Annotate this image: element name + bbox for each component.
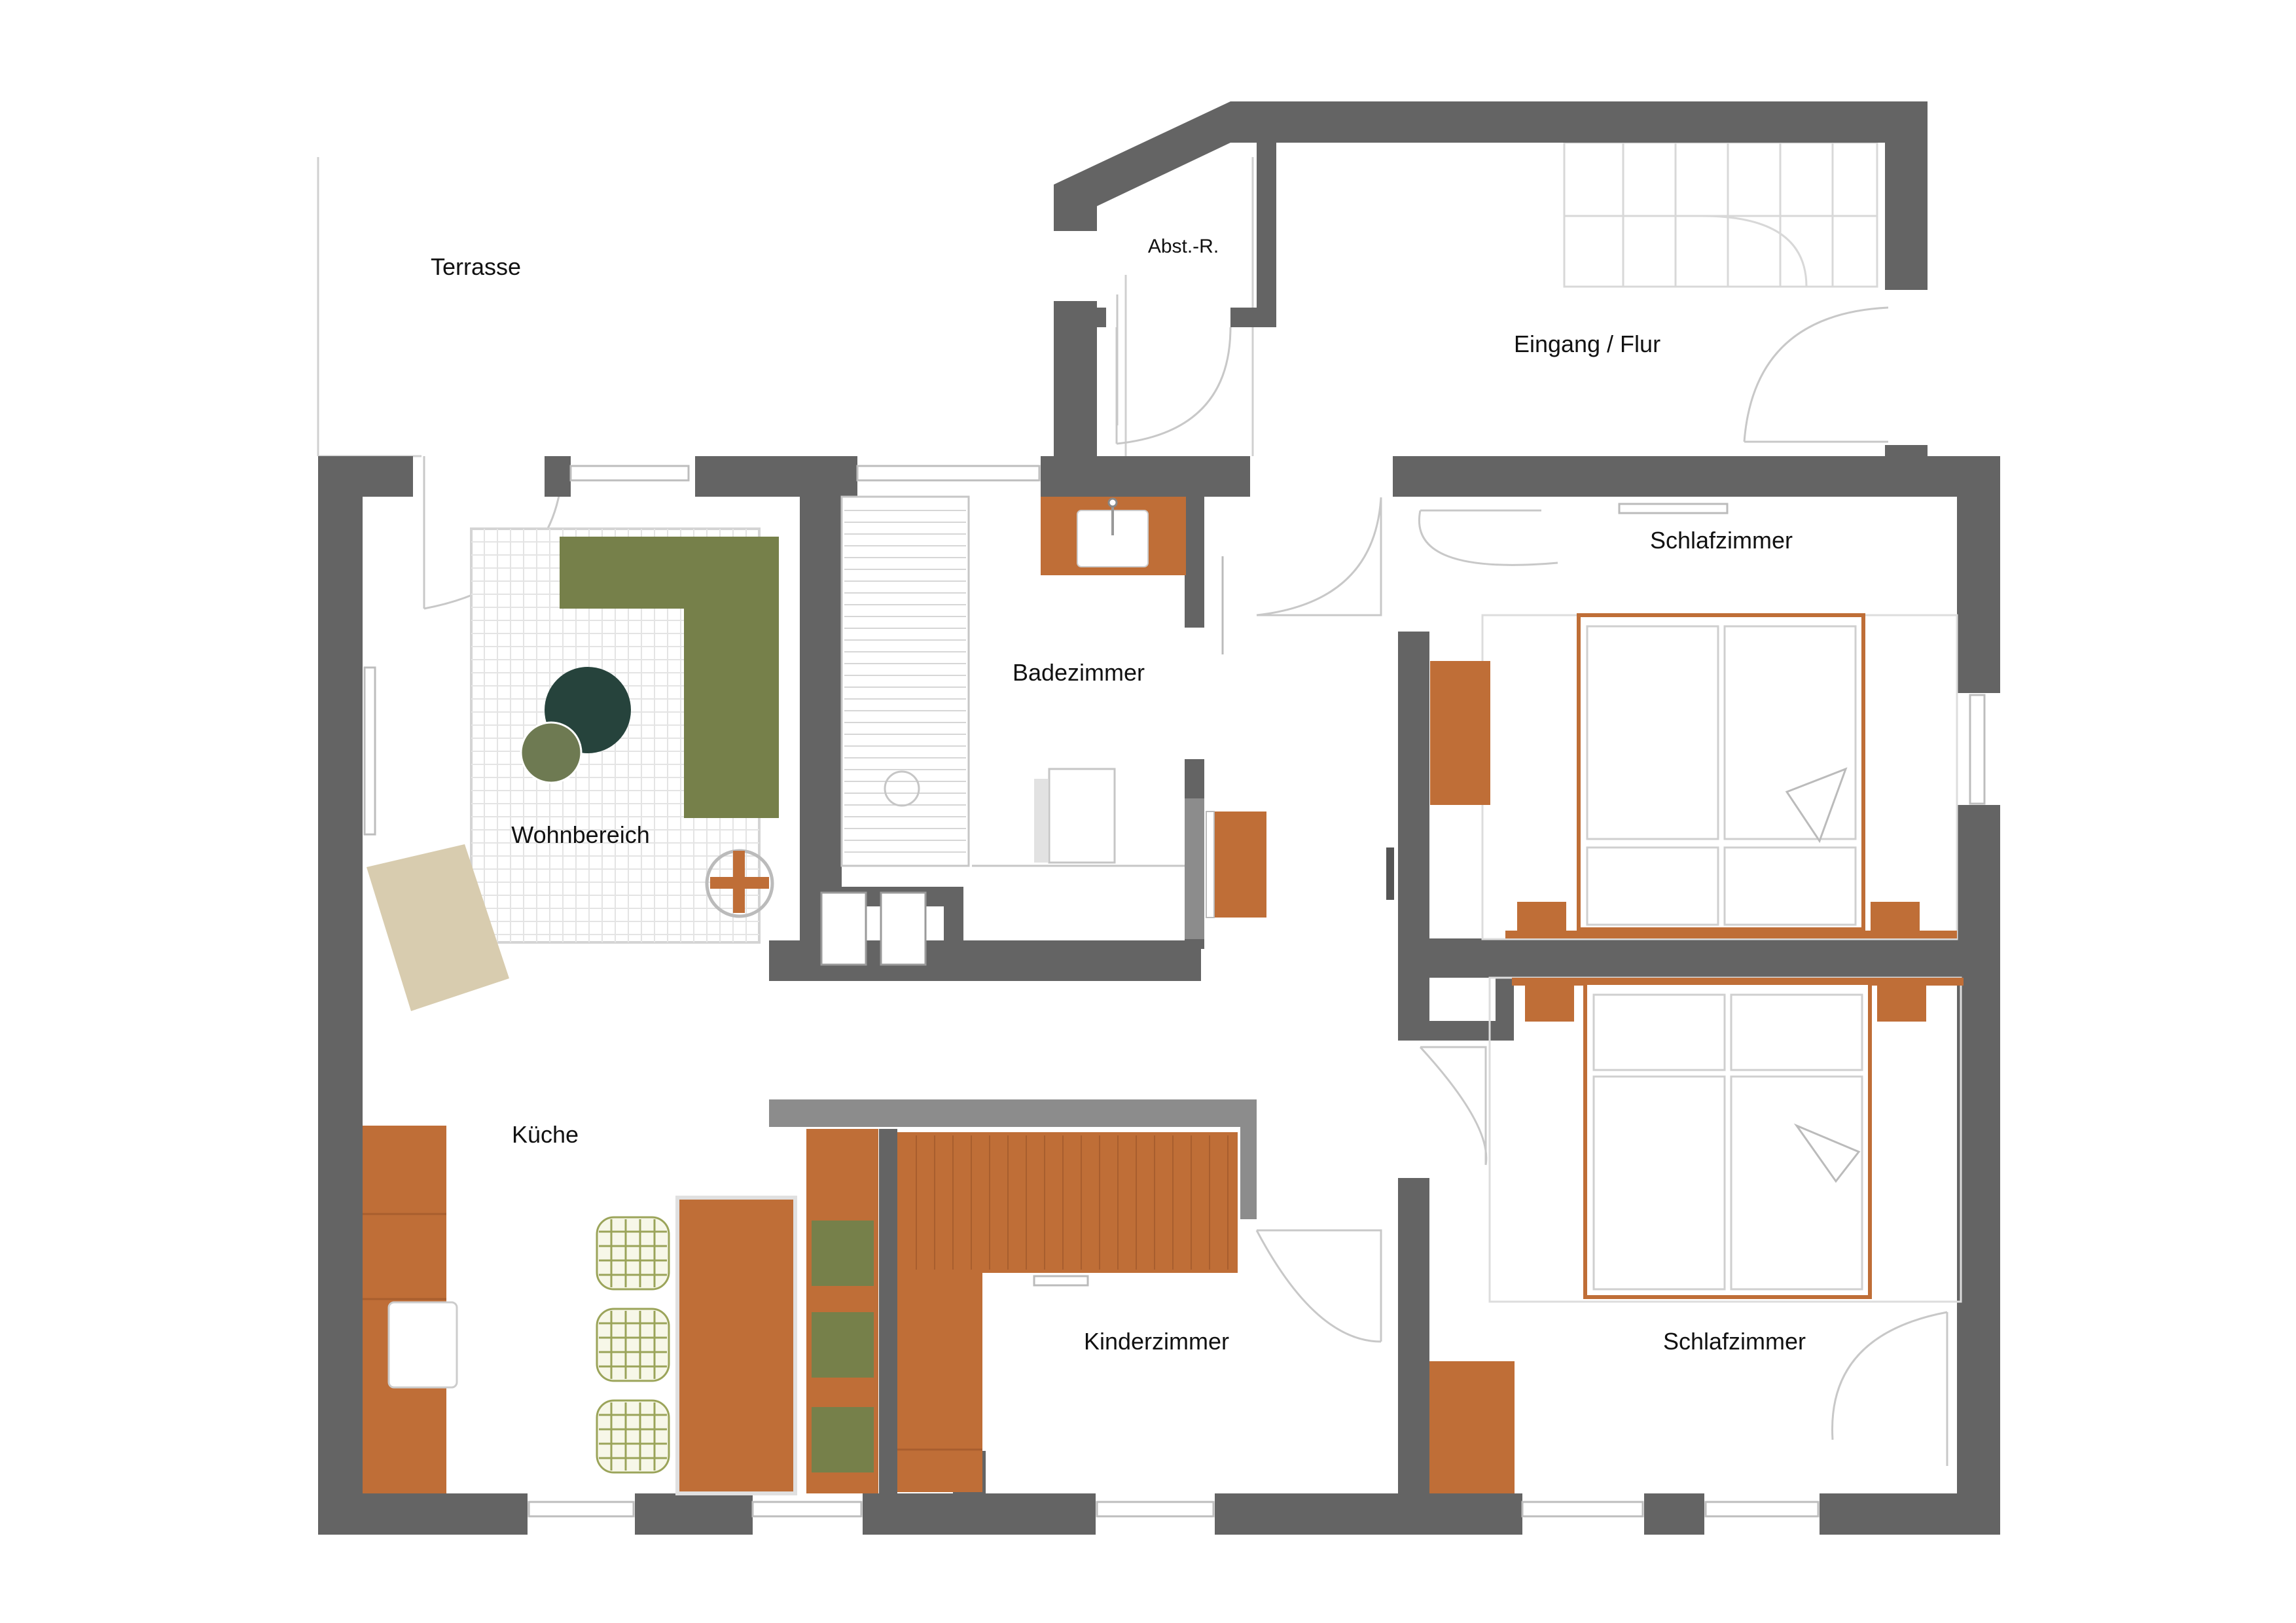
windows [363, 465, 1986, 1518]
label-schlafzimmer-unten: Schlafzimmer [1663, 1328, 1806, 1355]
bar-stool [596, 1308, 670, 1382]
door-swings [423, 294, 1948, 1466]
label-schlafzimmer-oben: Schlafzimmer [1650, 527, 1793, 554]
room-labels: Terrasse Abst.-R. Eingang / Flur Badezim… [431, 236, 1806, 1355]
label-abstellraum: Abst.-R. [1148, 236, 1219, 257]
kids-room [897, 1132, 1238, 1492]
hallway-cabinet [1206, 811, 1266, 918]
entrance-staircase [1563, 141, 1878, 288]
label-kinderzimmer: Kinderzimmer [1084, 1328, 1229, 1355]
bathroom [820, 495, 1224, 966]
bedroom-lower [1429, 976, 1964, 1493]
label-eingang-flur: Eingang / Flur [1514, 330, 1660, 357]
light-walls [769, 798, 1257, 1219]
label-kueche: Küche [512, 1121, 579, 1148]
living-furniture [367, 537, 779, 1011]
bar-stool [596, 1216, 670, 1291]
label-badezimmer: Badezimmer [1013, 659, 1145, 686]
bar-stool [596, 1399, 670, 1474]
thin-lines [317, 157, 1254, 457]
kitchen [363, 1126, 878, 1495]
label-terrasse: Terrasse [431, 253, 521, 280]
label-wohnbereich: Wohnbereich [511, 821, 649, 848]
bedroom-upper [1386, 503, 1958, 940]
